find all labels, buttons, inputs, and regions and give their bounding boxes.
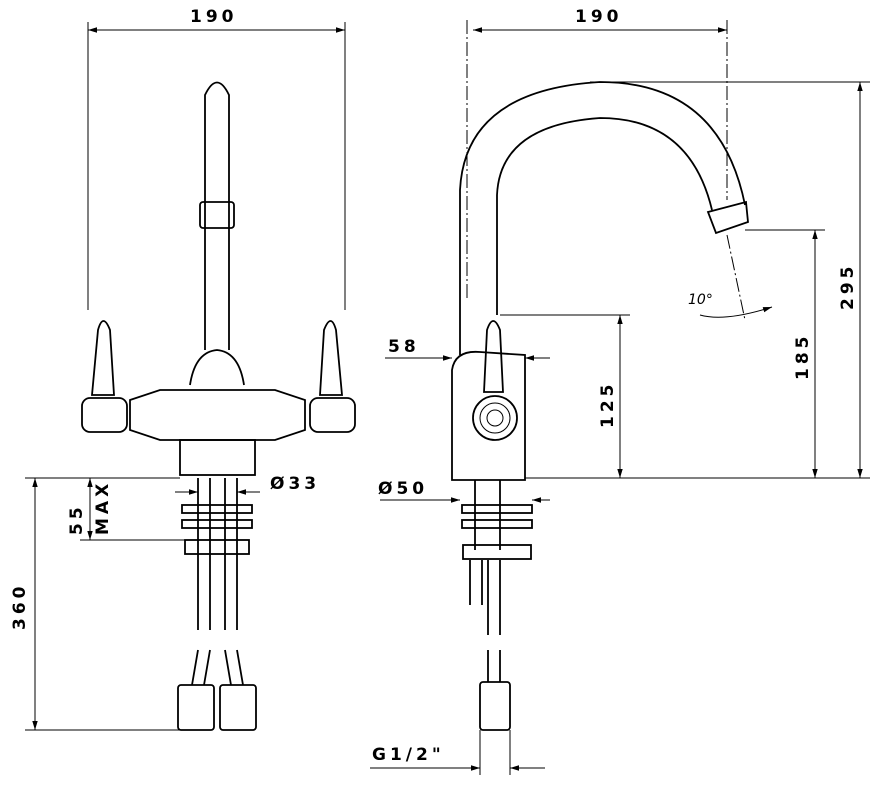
dim-side-width: 190 [575,7,623,27]
side-view [370,20,870,775]
front-spout [204,81,230,350]
right-lever [319,320,343,396]
dim-base-diameter: Ø50 [378,479,428,499]
dim-total-height: 295 [838,263,858,311]
dim-max-suffix: MAX [93,480,113,535]
dim-connection: G1/2" [372,745,445,765]
dim-spout-angle: 10° [688,292,713,308]
dim-lever-offset: 58 [388,337,420,357]
side-spout-inner [496,117,713,315]
dim-spout-height: 185 [793,333,813,381]
dim-shank-diameter: Ø33 [270,474,320,494]
side-spout-outer [459,81,746,355]
left-handle-cap [81,397,128,433]
dim-lever-height: 125 [598,381,618,429]
dim-front-width: 190 [190,7,238,27]
side-body [451,350,526,481]
front-spout-collar [199,201,235,229]
left-lever [91,320,115,396]
dim-max-value: 55 [67,503,87,535]
right-handle-cap [309,397,356,433]
front-view [25,22,356,731]
front-body [129,389,306,441]
spout-aerator [706,200,749,235]
side-shank [461,480,533,731]
cartridge-cap [472,395,518,441]
side-lever [483,320,504,393]
front-shanks [177,478,257,731]
dim-shank-length: 360 [10,583,30,631]
front-base-block [179,439,256,476]
front-dome [189,349,245,386]
